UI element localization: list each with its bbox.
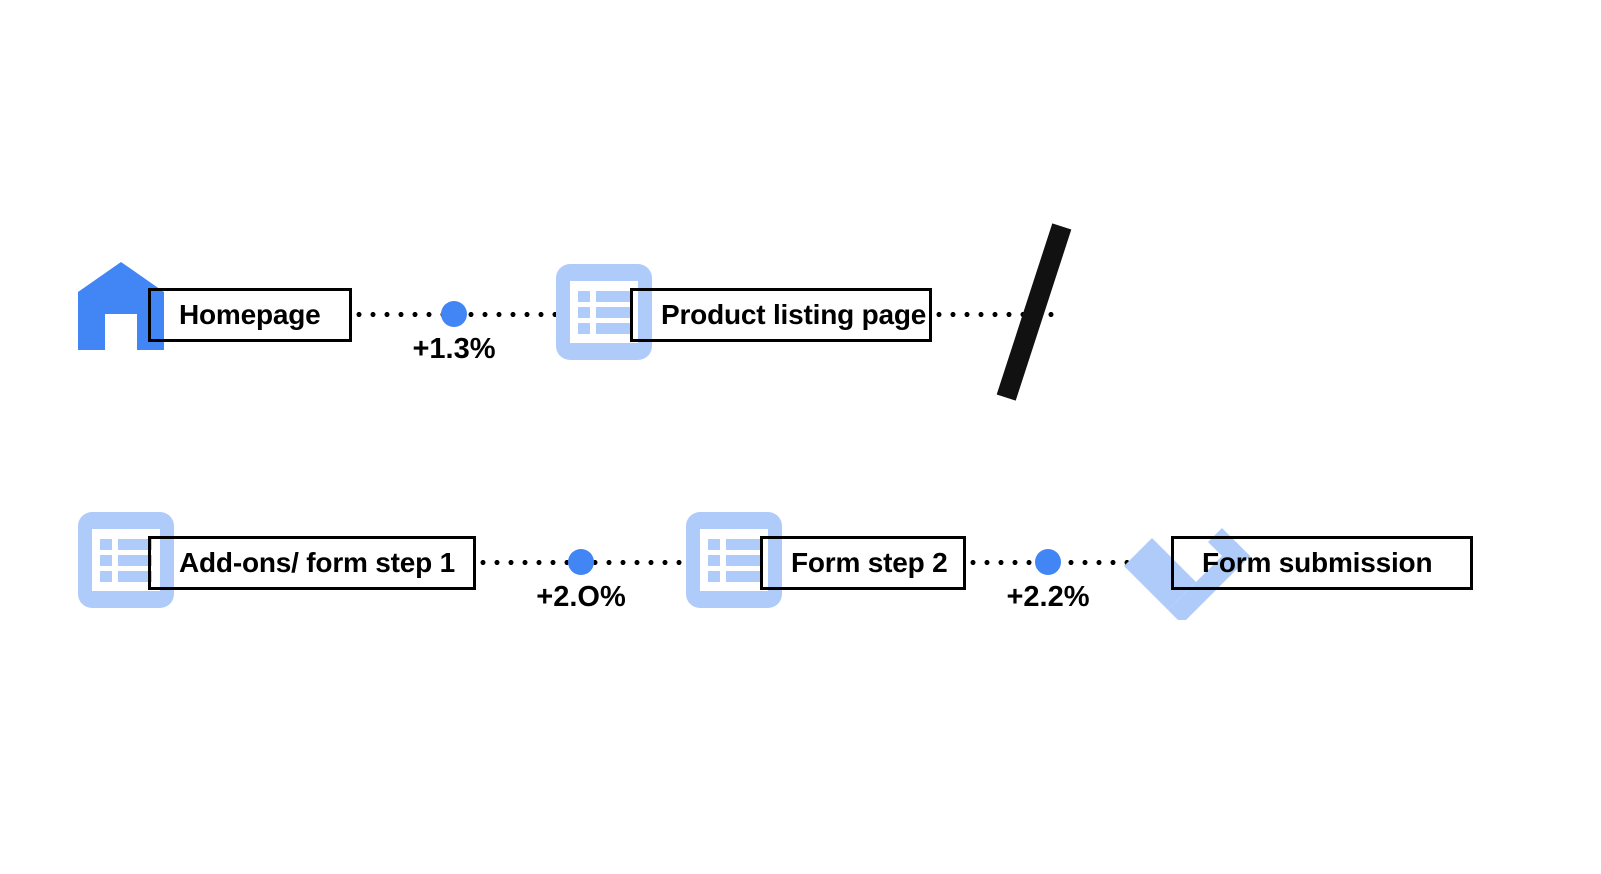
conversion-3-dot [1035, 549, 1061, 575]
node-form-step-2-label: Form step 2 [791, 547, 948, 578]
node-form-step-2[interactable]: Form step 2 [760, 536, 966, 590]
conversion-2-dot [568, 549, 594, 575]
conversion-2: +2.O% [536, 549, 626, 612]
conversion-1-value: +1.3% [412, 333, 496, 365]
node-product-listing-page-label: Product listing page [661, 299, 927, 330]
connector-product-listing-to-end [932, 312, 1062, 317]
conversion-3-value: +2.2% [1006, 581, 1090, 613]
node-form-submission[interactable]: Form submission [1171, 536, 1473, 590]
conversion-3: +2.2% [1006, 549, 1090, 612]
node-add-ons-form-step-1[interactable]: Add-ons/ form step 1 [148, 536, 476, 590]
conversion-1-dot [441, 301, 467, 327]
list-document-icon-product-listing [556, 264, 652, 360]
node-form-submission-label: Form submission [1202, 547, 1433, 578]
conversion-1: +1.3% [412, 301, 496, 364]
node-homepage-label: Homepage [179, 299, 321, 330]
conversion-2-value: +2.O% [536, 581, 626, 613]
house-icon [78, 262, 164, 350]
node-add-ons-form-step-1-label: Add-ons/ form step 1 [179, 547, 456, 578]
node-homepage[interactable]: Homepage [148, 288, 352, 342]
node-product-listing-page[interactable]: Product listing page [630, 288, 932, 342]
list-document-icon-form-step-2 [686, 512, 782, 608]
